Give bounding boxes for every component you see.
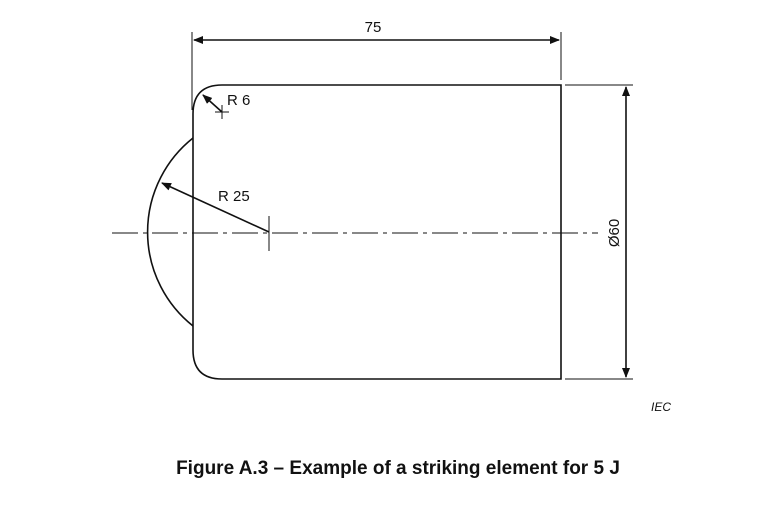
length-dimension-label: 75 — [365, 19, 382, 36]
iec-mark: IEC — [651, 400, 671, 414]
figure-caption: Figure A.3 – Example of a striking eleme… — [176, 458, 620, 479]
face-radius-label: R 25 — [218, 188, 250, 205]
diameter-dimension-label: Ø60 — [606, 219, 623, 247]
body-outline — [192, 84, 562, 380]
corner-radius-leader — [202, 94, 223, 113]
face-radius-leader — [161, 182, 270, 233]
striking-face-arc — [146, 137, 194, 327]
corner-radius-label: R 6 — [227, 92, 250, 109]
